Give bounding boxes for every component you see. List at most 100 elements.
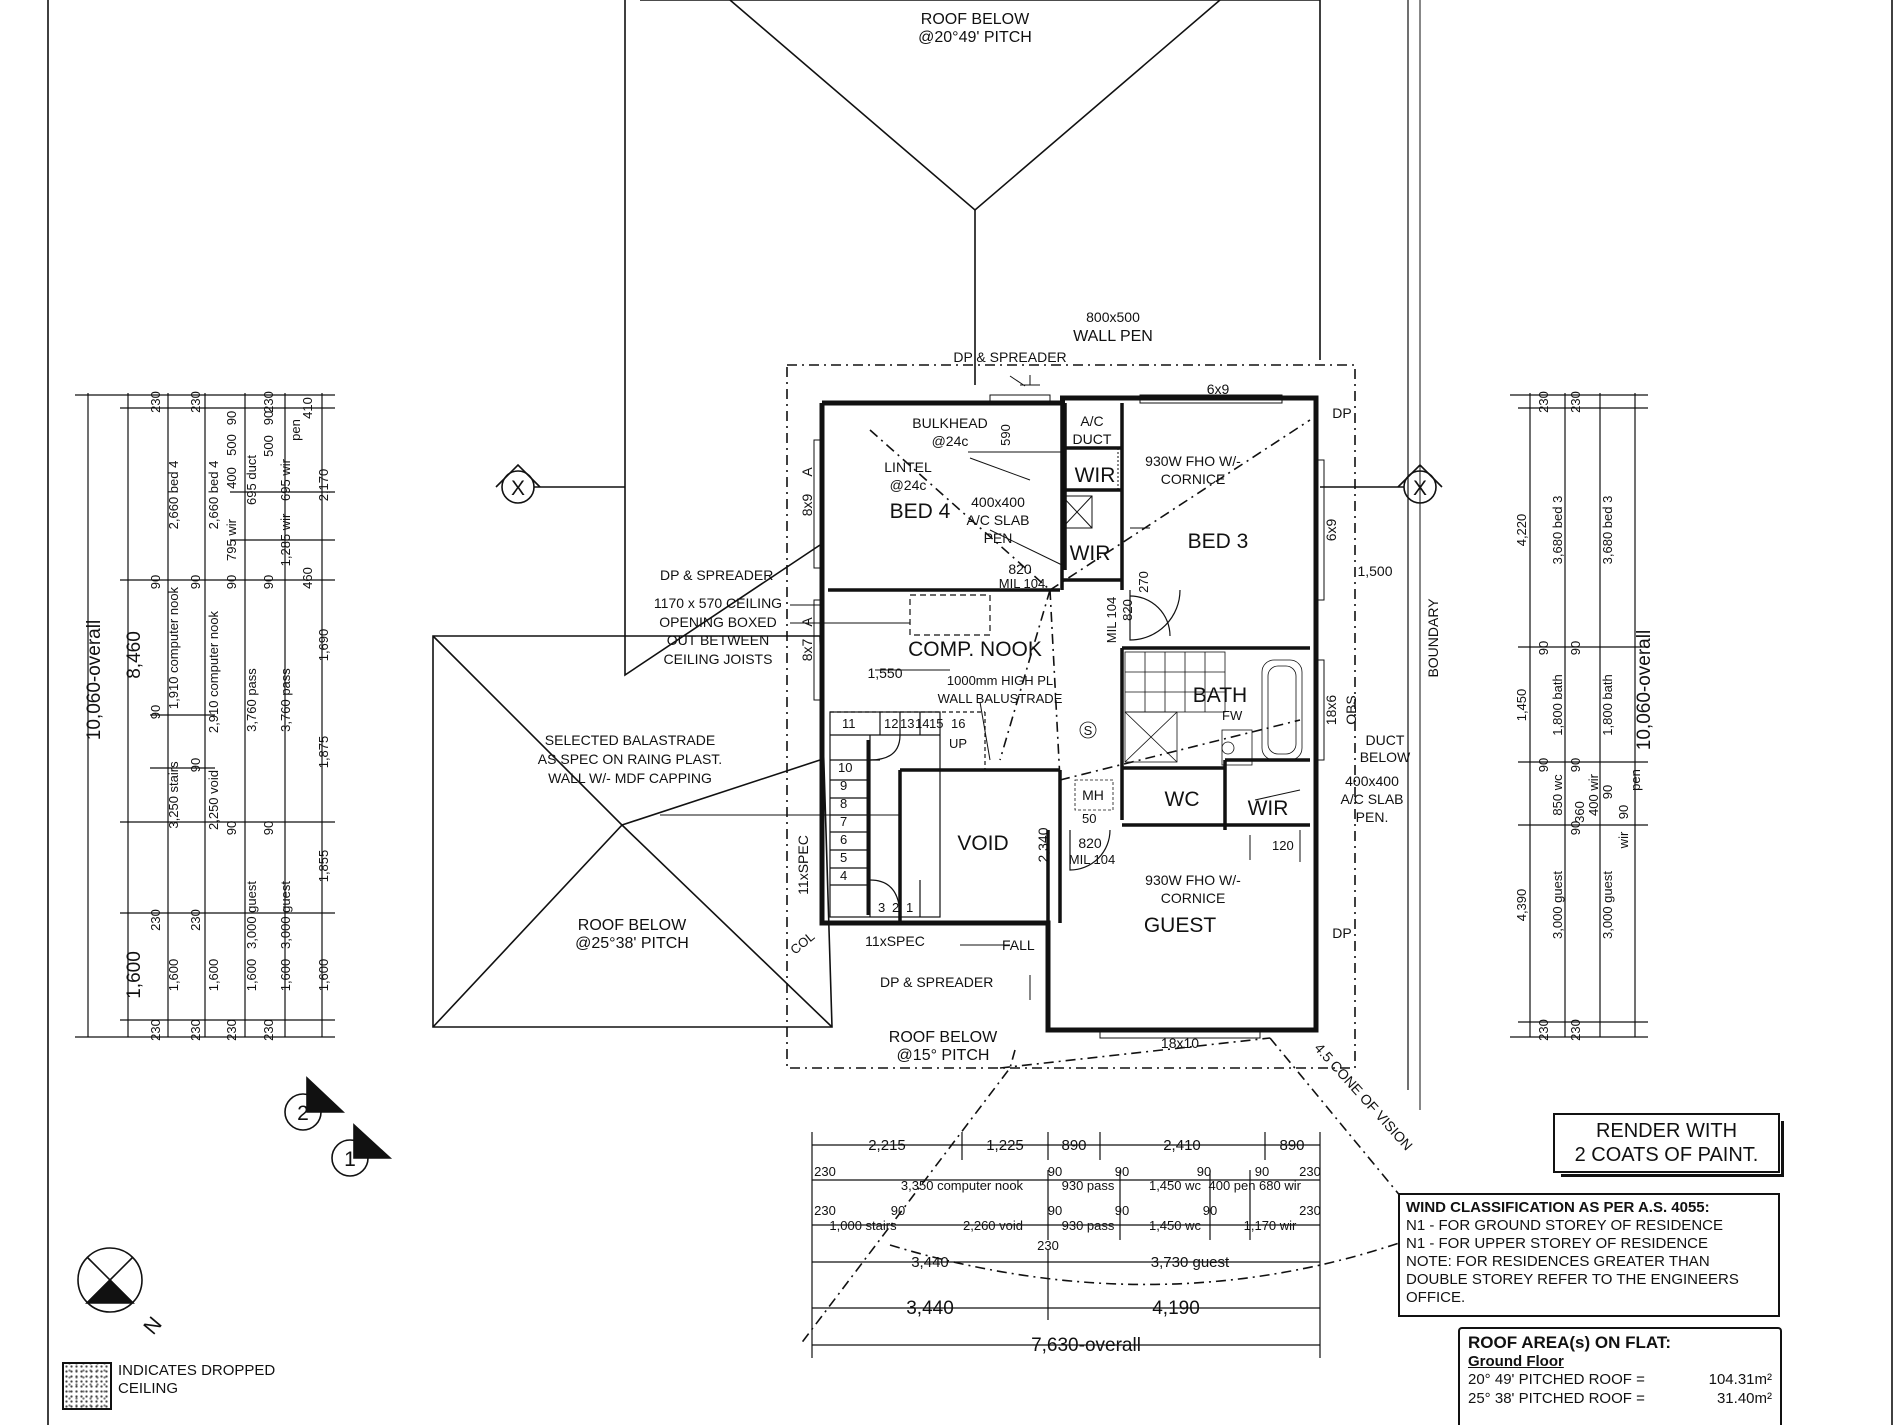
mil-3: 820 bbox=[1078, 835, 1102, 851]
spec-horizontal: 11xSPEC bbox=[865, 933, 925, 949]
dim-right-c1-5: 4,390 bbox=[1514, 889, 1529, 922]
dim-bottom-r4-1: 3,730 guest bbox=[1151, 1254, 1230, 1271]
ceiling-opening-3: OUT BETWEEN bbox=[667, 632, 769, 648]
dim-left-c4-8: 90 bbox=[224, 575, 239, 589]
dp-spreader-top: DP & SPREADER bbox=[953, 349, 1066, 365]
dim-590: 590 bbox=[998, 424, 1013, 446]
dim-bottom-r3-6: 90 bbox=[1115, 1203, 1129, 1218]
room-comp-nook: COMP. NOOK bbox=[908, 638, 1042, 661]
roof-bottom-label-2: @15° PITCH bbox=[897, 1047, 990, 1064]
roof-top-label-1: ROOF BELOW bbox=[921, 11, 1030, 28]
stair-10: 10 bbox=[838, 760, 852, 775]
lintel-2: @24c bbox=[890, 477, 927, 493]
north-label: N bbox=[139, 1313, 166, 1339]
dp-right-1: DP bbox=[1332, 405, 1351, 421]
dim-right-c4-2: wir bbox=[1616, 831, 1631, 849]
wind-line-6: OFFICE. bbox=[1406, 1289, 1466, 1306]
window-8x9: 8x9 bbox=[799, 494, 815, 517]
roof-area-subtitle: Ground Floor bbox=[1468, 1353, 1564, 1371]
room-bath: BATH bbox=[1193, 684, 1247, 707]
mil-1b: MIL 104 bbox=[999, 576, 1046, 591]
dim-right-c2-6: 90 bbox=[1568, 821, 1583, 835]
dim-right-c2-8: 230 bbox=[1568, 1019, 1583, 1041]
dim-left-c5-4: 3,000 guest bbox=[278, 881, 293, 949]
section-x-right: X bbox=[1413, 477, 1427, 500]
dim-right-c2-7: 3,000 guest bbox=[1550, 871, 1565, 939]
stair-11: 11 bbox=[842, 716, 856, 731]
dim-bottom-r2-7: 400 pen bbox=[1209, 1178, 1256, 1193]
legend-line-2: CEILING bbox=[118, 1380, 179, 1397]
stair-7: 7 bbox=[840, 814, 847, 829]
dim-bottom-r3-7: 1,450 wc bbox=[1149, 1218, 1202, 1233]
dim-left-c2-2: 90 bbox=[148, 575, 163, 589]
room-bed-4: BED 4 bbox=[890, 500, 951, 523]
room-wir-1: WIR bbox=[1075, 464, 1116, 487]
window-8x7: 8x7 bbox=[799, 639, 815, 662]
dim-left-c4-10: 3,760 pass bbox=[244, 668, 259, 732]
dim-right-overall: 10,060-overall bbox=[1634, 630, 1655, 750]
room-bed-3: BED 3 bbox=[1188, 530, 1249, 553]
dim-bottom-r1-2: 890 bbox=[1061, 1137, 1086, 1154]
dim-left-c4-12: 3,000 guest bbox=[244, 881, 259, 949]
roof-area-title: ROOF AREA(s) ON FLAT: bbox=[1468, 1333, 1672, 1352]
col-label: COL bbox=[787, 929, 817, 958]
dim-left-c2-7: 1,600 bbox=[166, 959, 181, 992]
dim-bottom-r3-8: 90 bbox=[1203, 1203, 1217, 1218]
dim-right-c1-4: 90 bbox=[1536, 758, 1551, 772]
dim-right-c1-6: 230 bbox=[1536, 1019, 1551, 1041]
dp-right-2: DP bbox=[1332, 925, 1351, 941]
dim-bottom-r1-3: 2,410 bbox=[1163, 1137, 1201, 1154]
dim-right-c3-4: 90 bbox=[1600, 785, 1615, 799]
room-wir-2: WIR bbox=[1070, 542, 1111, 565]
dim-bottom-r3-1: 90 bbox=[891, 1203, 905, 1218]
dim-left-c6-0: 410 bbox=[300, 397, 315, 419]
dim-right-c4-1: pen bbox=[1628, 769, 1643, 791]
mil-2b: MIL 104 bbox=[1104, 597, 1119, 644]
dim-right-c1-0: 230 bbox=[1536, 391, 1551, 413]
render-note-line-2: 2 COATS OF PAINT. bbox=[1574, 1144, 1759, 1166]
roof-area-row-value: 104.31m² bbox=[1708, 1371, 1772, 1389]
stair-9: 9 bbox=[840, 778, 847, 793]
mil-1: 820 bbox=[1008, 561, 1032, 577]
dim-left-c3-1: 2,660 bed 4 bbox=[206, 461, 221, 530]
ac-slab-1c: PEN bbox=[984, 530, 1013, 546]
roof-bottom-label-1: ROOF BELOW bbox=[889, 1029, 998, 1046]
dim-left-c1-0: 8,460 bbox=[124, 631, 145, 679]
dim-left-c4-0: 90 bbox=[224, 411, 239, 425]
dim-left-c2-0: 230 bbox=[148, 391, 163, 413]
dim-right-c2-1: 3,680 bed 3 bbox=[1550, 496, 1565, 565]
roof-top-label-2: @20°49' PITCH bbox=[918, 29, 1032, 46]
duct-below-1: DUCT bbox=[1366, 732, 1405, 748]
dim-right-c3-1: 1,800 bath bbox=[1600, 674, 1615, 735]
wind-line-3: N1 - FOR UPPER STOREY OF RESIDENCE bbox=[1406, 1235, 1708, 1252]
section-x-left: X bbox=[511, 477, 525, 500]
stair-12: 12 bbox=[884, 716, 898, 731]
window-a-1: A bbox=[799, 467, 815, 477]
ac-slab-2a: 400x400 bbox=[1345, 773, 1399, 789]
dim-bottom-overall: 7,630-overall bbox=[1031, 1335, 1141, 1356]
mh-label: MH bbox=[1082, 787, 1104, 803]
window-6x9-right: 6x9 bbox=[1323, 519, 1339, 542]
stair-16: 16 bbox=[951, 716, 965, 731]
dim-left-c6-4: 1,690 bbox=[316, 629, 331, 662]
dim-right-c1-2: 90 bbox=[1536, 641, 1551, 655]
fho-2b: CORNICE bbox=[1161, 890, 1226, 906]
dim-left-c4-5: 90 bbox=[261, 411, 276, 425]
dim-left-c3-8: 230 bbox=[188, 1019, 203, 1041]
dim-left-c5-2: 90 bbox=[261, 575, 276, 589]
dropped-ceiling-swatch bbox=[62, 1362, 112, 1410]
wind-line-4: NOTE: FOR RESIDENCES GREATER THAN bbox=[1406, 1253, 1710, 1270]
dim-right-c2-4: 90 bbox=[1568, 758, 1583, 772]
ac-duct-2: DUCT bbox=[1073, 431, 1112, 447]
boundary-label: BOUNDARY bbox=[1425, 598, 1441, 678]
spec-vertical: 11xSPEC bbox=[795, 835, 811, 895]
dim-left-c4-11: 90 bbox=[261, 821, 276, 835]
dim-bottom-r2-0: 230 bbox=[814, 1164, 836, 1179]
stair-15: 15 bbox=[929, 716, 943, 731]
dim-2340: 2,340 bbox=[1035, 827, 1051, 862]
fho-1a: 930W FHO W/- bbox=[1145, 453, 1241, 469]
roof-area-row-value: 31.40m² bbox=[1716, 1390, 1772, 1408]
dim-bottom-r3-2: 1,000 stairs bbox=[829, 1218, 897, 1233]
dim-right-c2-5: 850 wc bbox=[1550, 774, 1565, 816]
bulkhead-2: @24c bbox=[932, 433, 969, 449]
